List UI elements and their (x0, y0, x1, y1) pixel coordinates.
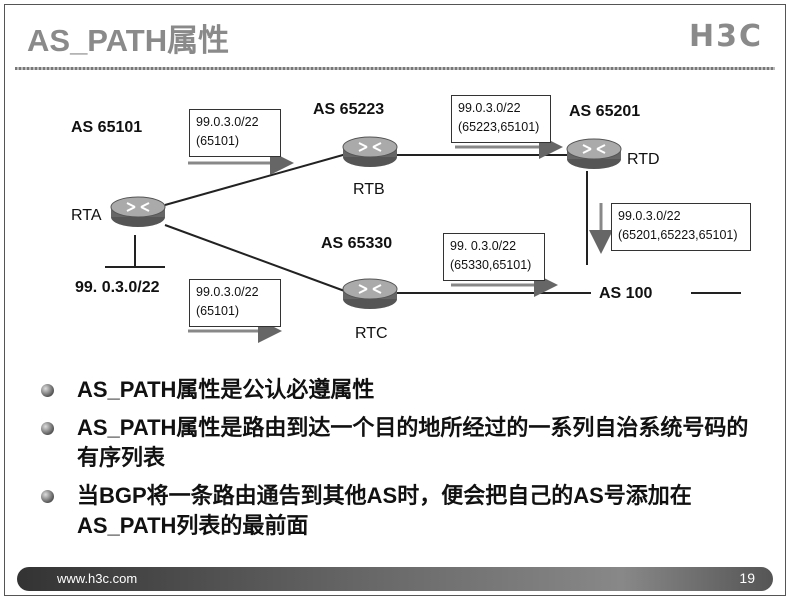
bullet-item: AS_PATH属性是公认必遵属性 (41, 375, 761, 405)
link-rta-rtc (164, 224, 351, 294)
router-label: RTB (353, 181, 385, 198)
topology-links (105, 135, 741, 343)
update-box: 99. 0.3.0/22 (65330,65101) (443, 233, 545, 281)
update-prefix: 99.0.3.0/22 (196, 285, 259, 299)
page-number: 19 (739, 570, 755, 586)
as-label: AS 65101 (71, 119, 143, 136)
footer-url[interactable]: www.h3c.com (57, 571, 138, 586)
network-label: 99. 0.3.0/22 (75, 279, 160, 296)
bullet-icon (41, 422, 54, 435)
title-divider (15, 67, 775, 70)
update-prefix: 99.0.3.0/22 (196, 115, 259, 129)
update-box: 99.0.3.0/22 (65201,65223,65101) (611, 203, 751, 251)
bullet-text: 当BGP将一条路由通告到其他AS时，便会把自己的AS号添加在AS_PATH列表的… (77, 483, 692, 538)
update-path: (65330,65101) (450, 258, 532, 272)
bullet-text: AS_PATH属性是路由到达一个目的地所经过的一系列自治系统号码的有序列表 (77, 415, 749, 470)
update-path: (65223,65101) (458, 120, 540, 134)
update-box: 99.0.3.0/22 (65223,65101) (451, 95, 551, 143)
slide: AS_PATH属性 H3C (4, 4, 786, 596)
as-label: AS 65330 (321, 235, 393, 252)
bullet-list: AS_PATH属性是公认必遵属性 AS_PATH属性是路由到达一个目的地所经过的… (41, 375, 761, 549)
h3c-logo: H3C (689, 19, 763, 54)
update-path: (65101) (196, 304, 240, 318)
bullet-item: AS_PATH属性是路由到达一个目的地所经过的一系列自治系统号码的有序列表 (41, 413, 761, 473)
bullet-icon (41, 490, 54, 503)
update-path: (65101) (196, 134, 240, 148)
as-label: AS 65201 (569, 103, 641, 120)
link-rta-rtb (164, 152, 351, 206)
router-icon (566, 138, 622, 169)
update-box: 99.0.3.0/22 (65101) (189, 279, 281, 327)
as-label: AS 65223 (313, 101, 385, 118)
router-label: RTA (71, 207, 102, 224)
bullet-item: 当BGP将一条路由通告到其他AS时，便会把自己的AS号添加在AS_PATH列表的… (41, 481, 761, 541)
footer-bar: www.h3c.com 19 (17, 567, 773, 591)
router-icon (342, 136, 398, 167)
router-icon (110, 196, 166, 227)
bullet-icon (41, 384, 54, 397)
as-label: AS 100 (599, 285, 653, 302)
bgp-topology-diagram: AS 65101 AS 65223 AS 65201 AS 65330 AS 1… (5, 75, 785, 365)
update-path: (65201,65223,65101) (618, 228, 738, 242)
router-icon (342, 278, 398, 309)
update-prefix: 99.0.3.0/22 (618, 209, 681, 223)
update-prefix: 99.0.3.0/22 (458, 101, 521, 115)
update-prefix: 99. 0.3.0/22 (450, 239, 517, 253)
router-label: RTD (627, 151, 660, 168)
bullet-text: AS_PATH属性是公认必遵属性 (77, 377, 375, 402)
slide-title: AS_PATH属性 (27, 23, 230, 58)
update-box: 99.0.3.0/22 (65101) (189, 109, 281, 157)
router-label: RTC (355, 325, 388, 342)
